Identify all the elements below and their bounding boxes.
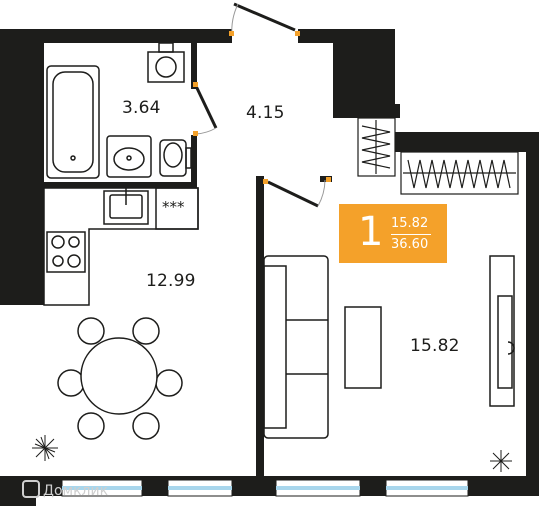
hall-area-label: 4.15 [246, 103, 285, 123]
badge-total-area: 36.60 [391, 237, 429, 252]
plant-kitchen [32, 435, 58, 461]
watermark-text: Домклик [43, 483, 109, 499]
washing-machine [147, 42, 185, 83]
coffee-table [344, 306, 382, 389]
hall-wardrobe [357, 117, 396, 177]
plant-living [490, 450, 512, 472]
apartment-summary-badge: 1 15.82 36.60 [339, 204, 447, 263]
kitchen-area-label: 12.99 [146, 271, 196, 291]
room-count: 1 [358, 209, 384, 255]
watermark: Домклик [22, 480, 108, 499]
windows [61, 479, 469, 497]
kitchen-counter [43, 187, 199, 306]
dining-table [57, 317, 183, 440]
badge-divider [391, 234, 431, 235]
sofa [263, 255, 329, 439]
domclick-logo-icon [22, 480, 40, 498]
living-area-label: 15.82 [410, 336, 460, 356]
badge-living-area: 15.82 [391, 216, 429, 231]
sink [106, 135, 152, 178]
bathroom-area-label: 3.64 [122, 98, 161, 118]
entrance-door [233, 2, 296, 32]
door-hinges [193, 31, 331, 184]
bathroom-door [194, 85, 218, 129]
cooktop-symbol: *** [162, 198, 185, 216]
bathtub [46, 65, 100, 179]
toilet [159, 139, 192, 177]
bathroom-floor [44, 43, 191, 182]
living-door [267, 180, 319, 208]
stove [46, 231, 86, 273]
living-wardrobe [400, 151, 519, 195]
tv-unit [489, 255, 515, 407]
left-wall-pier [14, 188, 44, 305]
